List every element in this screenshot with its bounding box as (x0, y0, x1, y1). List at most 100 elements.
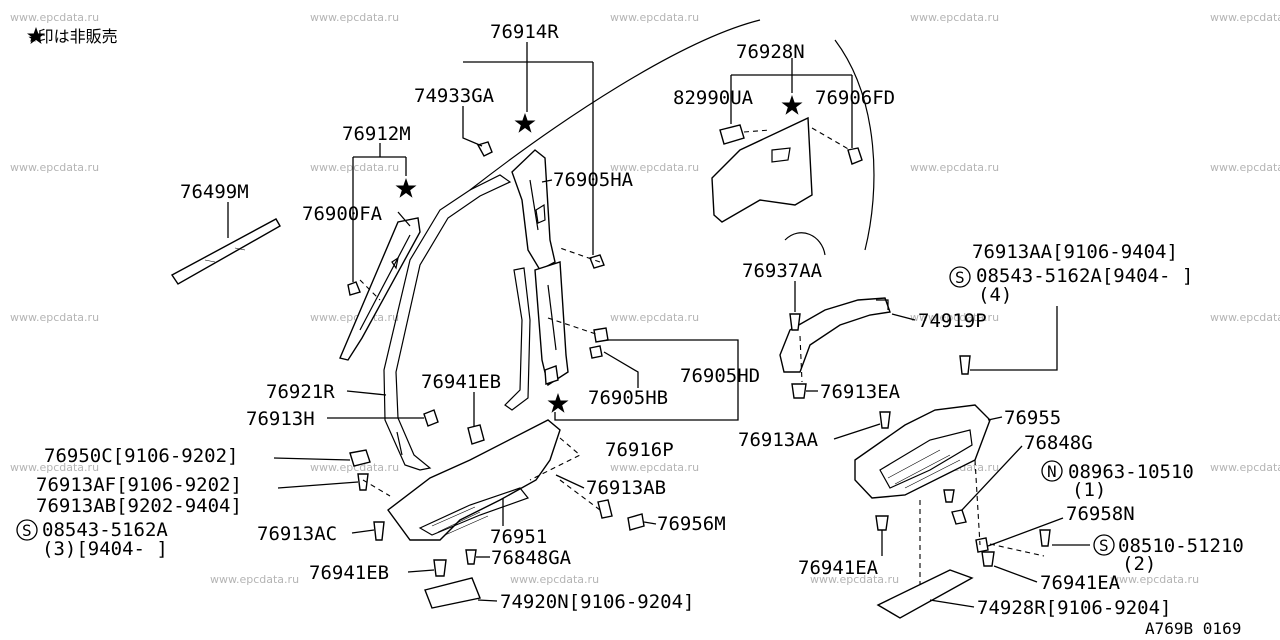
label-76914R: 76914R (490, 21, 559, 43)
label-08510-qty: (2) (1122, 553, 1156, 575)
watermark: www.epcdata.ru (610, 161, 699, 174)
roof-curve-rear (834, 39, 875, 251)
label-74920N: 74920N[9106-9204] (500, 591, 694, 613)
label-76499M: 76499M (180, 181, 249, 203)
watermark: www.epcdata.ru (10, 311, 99, 324)
label-76905HD: 76905HD (680, 365, 760, 387)
label-76941EB-top: 76941EB (421, 371, 501, 393)
assembly-lines (359, 247, 1045, 585)
watermark: www.epcdata.ru (910, 11, 999, 24)
leader-lines (227, 42, 1090, 608)
label-74928R: 74928R[9106-9204] (977, 597, 1171, 619)
label-76913AF: 76913AF[9106-9202] (36, 474, 242, 496)
label-76912M: 76912M (342, 123, 411, 145)
part-76916P (504, 261, 569, 411)
watermark: www.epcdata.ru (310, 311, 399, 324)
label-76928N: 76928N (736, 41, 805, 63)
label-76921R: 76921R (266, 381, 335, 403)
label-08963: 08963-10510 (1068, 461, 1194, 483)
part-76914R (476, 141, 556, 271)
clip-76905HD (593, 327, 609, 343)
star-icon (781, 95, 803, 115)
watermark: www.epcdata.ru (610, 11, 699, 24)
legend-note: ★印は非販売 (28, 27, 118, 46)
s-symbol-text: S (1099, 536, 1109, 555)
part-74919P (779, 297, 891, 373)
label-08510: 08510-51210 (1118, 535, 1244, 557)
part-76928N (711, 116, 863, 223)
label-76950C: 76950C[9106-9202] (44, 445, 238, 467)
label-08543-left: 08543-5162A (42, 519, 168, 541)
label-76941EA-left: 76941EA (798, 557, 879, 579)
label-76941EA-right: 76941EA (1040, 572, 1121, 594)
label-08543-top: 08543-5162A[9404- ] (976, 265, 1193, 287)
part-74928R (876, 569, 974, 619)
footer-code: A769B 0169 (1145, 619, 1241, 638)
label-76958N: 76958N (1066, 503, 1135, 525)
wheel-arch-guide (784, 232, 826, 256)
label-76951: 76951 (490, 526, 547, 548)
watermark: www.epcdata.ru (810, 573, 899, 586)
watermark: www.epcdata.ru (310, 161, 399, 174)
label-76848GA: 76848GA (491, 547, 572, 569)
label-74933GA: 74933GA (414, 85, 495, 107)
label-76906FD: 76906FD (815, 87, 895, 109)
part-labels: 76914R 74933GA 76912M 76499M 76900FA 769… (36, 21, 1244, 638)
label-76956M: 76956M (657, 513, 726, 535)
roof-curve (469, 19, 761, 191)
symbols: S N S S (16, 266, 1115, 556)
label-76913H: 76913H (246, 408, 315, 430)
star-icon (27, 27, 45, 44)
part-76951-assembly (349, 409, 561, 541)
part-76900FA (339, 217, 421, 361)
star-icon (395, 178, 417, 198)
label-76848G: 76848G (1024, 432, 1093, 454)
label-76913AA-top: 76913AA[9106-9404] (972, 241, 1178, 263)
label-74919P: 74919P (918, 310, 987, 332)
watermark: www.epcdata.ru (1210, 161, 1280, 174)
watermark-layer: www.epcdata.ru www.epcdata.ru www.epcdat… (10, 11, 1280, 586)
watermark: www.epcdata.ru (10, 11, 99, 24)
s-symbol-icon (1093, 534, 1115, 556)
s-symbol-icon (16, 519, 38, 541)
n-symbol-icon (1041, 460, 1063, 482)
s-symbol-icon (949, 266, 971, 288)
watermark: www.epcdata.ru (1110, 573, 1199, 586)
label-76955: 76955 (1004, 407, 1061, 429)
label-82990UA: 82990UA (673, 87, 754, 109)
part-76921R (383, 174, 512, 471)
star-icon (514, 113, 536, 133)
star-icon (547, 393, 569, 413)
label-76941EB-bottom: 76941EB (309, 562, 389, 584)
label-76913AA-right: 76913AA (738, 429, 819, 451)
watermark: www.epcdata.ru (1210, 11, 1280, 24)
label-76913AB-range: 76913AB[9202-9404] (36, 495, 242, 517)
watermark: www.epcdata.ru (610, 461, 699, 474)
watermark: www.epcdata.ru (10, 461, 99, 474)
watermark: www.epcdata.ru (10, 161, 99, 174)
label-08543-left-qty: (3)[9404- ] (42, 538, 168, 560)
watermark: www.epcdata.ru (610, 311, 699, 324)
label-08963-qty: (1) (1072, 479, 1106, 501)
s-symbol-text: S (955, 268, 965, 287)
watermark: www.epcdata.ru (210, 573, 299, 586)
watermark: www.epcdata.ru (910, 311, 999, 324)
n-symbol-text: N (1047, 462, 1057, 481)
label-76913EA: 76913EA (820, 381, 901, 403)
label-76937AA: 76937AA (742, 260, 823, 282)
s-symbol-text: S (22, 521, 32, 540)
label-76913AB: 76913AB (586, 477, 666, 499)
fasteners (357, 313, 1051, 577)
label-76913AC: 76913AC (257, 523, 337, 545)
clip-76900FA (347, 281, 361, 296)
label-76905HB: 76905HB (588, 387, 668, 409)
watermark: www.epcdata.ru (1210, 461, 1280, 474)
watermark: www.epcdata.ru (510, 573, 599, 586)
non-sale-markers (27, 27, 803, 413)
watermark: www.epcdata.ru (910, 161, 999, 174)
watermark: www.epcdata.ru (310, 461, 399, 474)
watermark: www.epcdata.ru (310, 11, 399, 24)
label-76900FA: 76900FA (302, 203, 383, 225)
part-76499M (170, 218, 281, 285)
